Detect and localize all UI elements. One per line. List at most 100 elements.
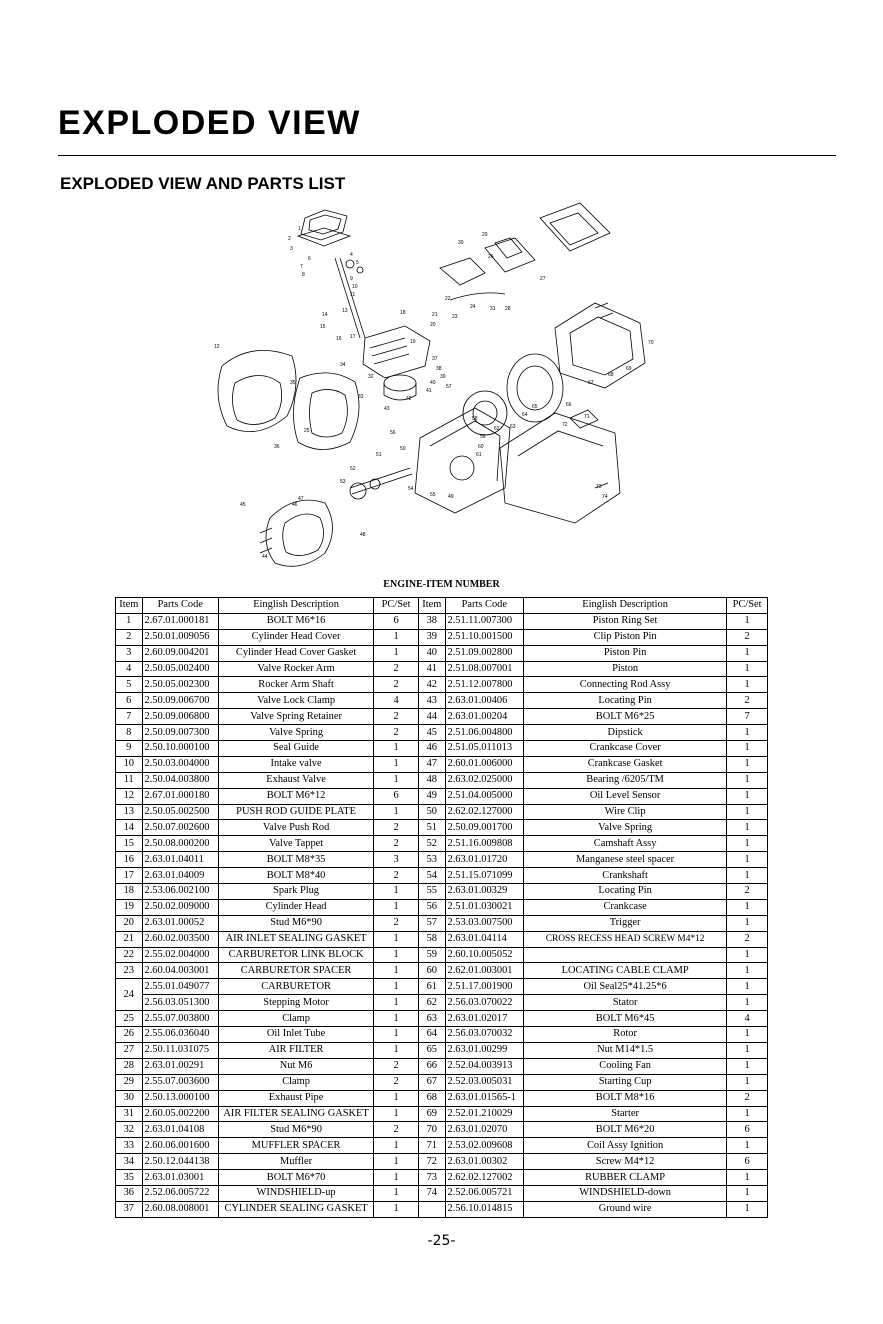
parts-code-cell-2: 2.63.01.02017 — [444, 1010, 525, 1028]
svg-text:33: 33 — [358, 394, 364, 400]
pc-set-cell-2: 1 — [726, 803, 768, 821]
table-heading: ENGINE-ITEM NUMBER — [383, 579, 500, 590]
item-cell: 27 — [115, 1041, 143, 1059]
description-cell-2: Starter — [523, 1105, 728, 1123]
description-cell: Exhaust Valve — [218, 771, 375, 789]
item-cell-2: 65 — [418, 1041, 446, 1059]
pc-set-cell-2: 2 — [726, 930, 768, 948]
pc-set-cell: 1 — [373, 1153, 419, 1171]
pc-set-cell-2: 2 — [726, 692, 768, 710]
description-cell-2: BOLT M6*45 — [523, 1010, 728, 1028]
description-cell: WINDSHIELD-up — [218, 1184, 375, 1202]
svg-text:65: 65 — [532, 404, 538, 410]
item-cell-2: 58 — [418, 930, 446, 948]
pc-set-cell: 2 — [373, 1073, 419, 1091]
pc-set-cell-2: 1 — [726, 819, 768, 837]
pc-set-cell: 4 — [373, 692, 419, 710]
svg-text:23: 23 — [452, 314, 458, 320]
parts-code-cell: 2.50.10.000100 — [141, 740, 220, 757]
svg-text:9: 9 — [350, 276, 353, 282]
description-cell: Intake valve — [218, 755, 375, 773]
description-cell-2: RUBBER CLAMP — [523, 1169, 728, 1186]
pc-set-cell-2: 1 — [726, 962, 768, 980]
item-cell: 18 — [115, 883, 143, 900]
description-cell: Cylinder Head Cover Gasket — [218, 644, 375, 662]
svg-text:35: 35 — [290, 380, 296, 386]
description-cell: CARBURETOR LINK BLOCK — [218, 946, 375, 964]
item-cell: 9 — [115, 740, 143, 757]
pc-set-cell-2: 1 — [726, 740, 768, 757]
pc-set-cell-2: 1 — [726, 1105, 768, 1123]
description-cell: CARBURETOR SPACER — [218, 962, 375, 980]
item-cell: 20 — [115, 914, 143, 932]
parts-code-cell-2: 2.63.01.04114 — [444, 930, 525, 948]
description-cell: PUSH ROD GUIDE PLATE — [218, 803, 375, 821]
item-cell: 17 — [115, 867, 143, 885]
pc-set-cell: 1 — [373, 883, 419, 900]
item-cell: 1 — [115, 612, 143, 630]
item-cell: 6 — [115, 692, 143, 710]
pc-set-cell: 2 — [373, 1057, 419, 1075]
svg-text:17: 17 — [350, 334, 356, 340]
parts-code-cell: 2.55.07.003800 — [141, 1010, 220, 1028]
pc-set-cell: 1 — [373, 1137, 419, 1155]
item-cell-2: 51 — [418, 819, 446, 837]
svg-text:51: 51 — [376, 452, 382, 458]
pc-set-cell: 1 — [373, 930, 419, 948]
parts-code-cell: 2.50.03.004000 — [141, 755, 220, 773]
parts-code-cell: 2.60.06.001600 — [141, 1137, 220, 1155]
svg-text:21: 21 — [432, 312, 438, 318]
item-cell: 13 — [115, 803, 143, 821]
svg-text:60: 60 — [478, 444, 484, 450]
svg-text:20: 20 — [430, 322, 436, 328]
item-cell: 28 — [115, 1057, 143, 1075]
svg-text:64: 64 — [522, 412, 528, 418]
description-cell-2 — [523, 946, 728, 964]
parts-code-cell: 2.55.02.004000 — [141, 946, 220, 964]
pc-set-cell-2: 1 — [726, 946, 768, 964]
pc-set-cell: 1 — [373, 755, 419, 773]
svg-text:39: 39 — [440, 374, 446, 380]
svg-text:54: 54 — [408, 486, 414, 492]
parts-code-cell-2: 2.51.08.007001 — [444, 660, 525, 678]
parts-code-cell-2: 2.60.01.006000 — [444, 755, 525, 773]
parts-code-cell: 2.60.02.003500 — [141, 930, 220, 948]
pc-set-cell: 1 — [373, 644, 419, 662]
svg-text:49: 49 — [448, 494, 454, 500]
svg-text:12: 12 — [214, 344, 220, 350]
pc-set-cell: 2 — [373, 724, 419, 742]
svg-text:7: 7 — [300, 264, 303, 270]
parts-code-cell: 2.50.02.009000 — [141, 898, 220, 916]
description-cell-2: Dipstick — [523, 724, 728, 742]
svg-text:62: 62 — [494, 426, 500, 432]
description-cell-2: Crankcase — [523, 898, 728, 916]
parts-code-cell-2: 2.63.01.02070 — [444, 1121, 525, 1139]
svg-text:36: 36 — [274, 444, 280, 450]
item-cell-2: 43 — [418, 692, 446, 710]
item-cell-2: 55 — [418, 883, 446, 900]
pc-set-cell-2: 1 — [726, 898, 768, 916]
parts-code-cell-2: 2.63.01.00299 — [444, 1041, 525, 1059]
description-cell-2: Stator — [523, 994, 728, 1012]
parts-code-cell: 2.55.06.036040 — [141, 1026, 220, 1043]
parts-table: Item Parts Code Einglish Description PC/… — [115, 597, 768, 1218]
col-description-2: Einglish Description — [523, 597, 728, 614]
item-cell: 33 — [115, 1137, 143, 1155]
pc-set-cell: 1 — [373, 628, 419, 646]
pc-set-cell: 1 — [373, 1184, 419, 1202]
item-cell-2: 56 — [418, 898, 446, 916]
parts-code-cell-2: 2.56.03.070032 — [444, 1026, 525, 1043]
parts-code-cell-2: 2.63.01.01565-1 — [444, 1089, 525, 1107]
item-cell: 36 — [115, 1184, 143, 1202]
description-cell-2: Rotor — [523, 1026, 728, 1043]
item-cell-2: 68 — [418, 1089, 446, 1107]
parts-code-cell-2: 2.56.03.070022 — [444, 994, 525, 1012]
